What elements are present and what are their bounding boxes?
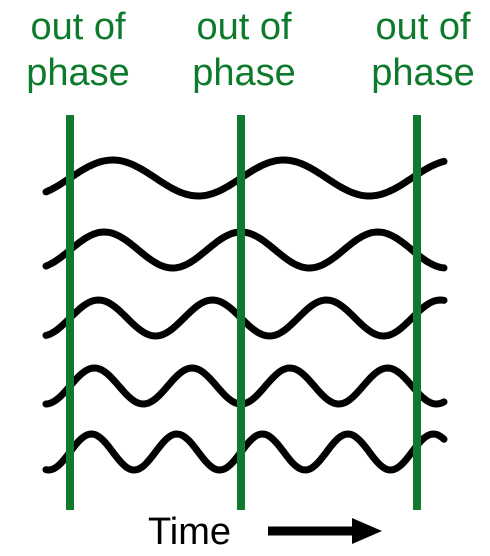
phase-marker-1 <box>66 115 74 510</box>
time-arrow-icon <box>268 518 382 544</box>
phase-label-2: out of phase <box>164 4 324 96</box>
phase-label-1: out of phase <box>0 4 158 96</box>
phase-label-2-line2: phase <box>192 52 296 94</box>
phase-label-3-line1: out of <box>375 6 471 48</box>
phase-label-1-line2: phase <box>26 52 130 94</box>
markers-group <box>66 115 421 510</box>
phase-label-1-line1: out of <box>30 6 126 48</box>
phase-label-3: out of phase <box>343 4 490 96</box>
phase-marker-3 <box>413 115 421 510</box>
phase-marker-2 <box>237 115 245 510</box>
phase-label-3-line2: phase <box>371 52 475 94</box>
phase-label-2-line1: out of <box>196 6 292 48</box>
time-axis-label: Time <box>148 511 232 553</box>
